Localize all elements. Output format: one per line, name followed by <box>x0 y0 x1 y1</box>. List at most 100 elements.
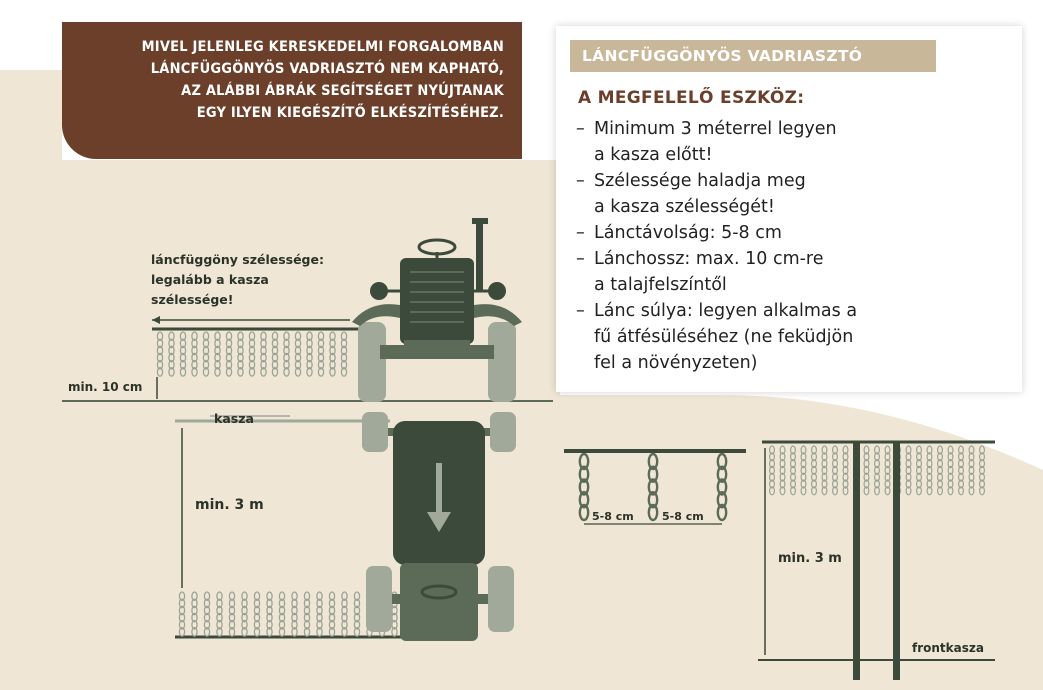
chain-link <box>291 598 298 609</box>
chain-link <box>241 619 248 630</box>
front-right-wheel <box>488 322 516 402</box>
chain-link <box>905 472 912 482</box>
chain-link <box>957 479 964 489</box>
chain-link <box>283 331 290 342</box>
chain-link <box>957 459 964 469</box>
chain-link <box>316 605 323 616</box>
chain-link <box>271 345 279 356</box>
chain-link <box>915 465 922 475</box>
chain-link <box>779 465 786 475</box>
chain-link <box>248 359 256 370</box>
chain-link <box>237 352 244 363</box>
chain-link <box>191 352 198 363</box>
chain-link <box>831 459 838 469</box>
chain-link <box>241 598 248 609</box>
chain-link <box>873 459 880 469</box>
chain-link <box>328 598 336 609</box>
chain-link <box>915 452 922 462</box>
chain-link <box>947 459 954 469</box>
chain-link <box>228 598 236 609</box>
chain-link <box>978 486 985 496</box>
top-rear-right-wheel <box>488 566 514 632</box>
chain-link <box>214 367 221 377</box>
chain-link <box>291 612 298 623</box>
chain-link <box>316 619 323 630</box>
chain-link <box>179 331 187 342</box>
chain-link <box>800 479 807 489</box>
chain-link <box>716 465 728 483</box>
chain-link <box>316 627 323 637</box>
chain-link <box>821 479 828 489</box>
chain-link <box>237 359 244 370</box>
chain-link <box>203 605 211 616</box>
chain-link <box>191 359 198 370</box>
chain-link <box>291 627 298 637</box>
chain-link <box>716 491 728 509</box>
chain-link <box>271 367 279 377</box>
chain-link <box>271 359 279 370</box>
chain-link <box>353 619 361 630</box>
chain-link <box>779 452 786 462</box>
chain-link <box>800 486 807 496</box>
chain-link <box>578 452 590 471</box>
chain-link <box>884 486 891 496</box>
chain-link <box>789 479 796 489</box>
exhaust-pipe <box>476 220 483 290</box>
chain-link <box>768 459 775 469</box>
chain-link <box>884 459 891 469</box>
chain-link <box>316 612 323 623</box>
chain-link <box>306 331 313 342</box>
chain-link <box>278 605 286 616</box>
chain-link <box>168 338 175 349</box>
banner-line: MIVEL JELENLEG KERESKEDELMI FORGALOMBAN <box>141 39 504 55</box>
chain-link <box>271 331 279 342</box>
chain-link <box>278 598 286 609</box>
chain-link <box>842 472 849 482</box>
chain-link <box>353 612 361 623</box>
background-shape <box>0 70 1043 690</box>
chain-link <box>253 619 261 630</box>
chain-link <box>968 445 975 455</box>
chain-link <box>810 479 817 489</box>
chain-link <box>884 472 891 482</box>
chain-link <box>328 619 336 630</box>
chain-link <box>214 352 221 363</box>
chain-link <box>253 591 261 602</box>
top-chains <box>178 591 398 637</box>
chain-link <box>260 331 267 342</box>
chain-link <box>947 445 954 455</box>
chain-link <box>316 591 323 602</box>
chain-link <box>340 345 348 356</box>
chain-link <box>179 352 187 363</box>
chain-link <box>915 445 922 455</box>
chain-link <box>810 445 817 455</box>
chain-link <box>831 452 838 462</box>
chain-link <box>842 486 849 496</box>
chain-link <box>341 598 348 609</box>
frontkasza-label: frontkasza <box>912 641 984 655</box>
chain-link <box>203 591 211 602</box>
boom-left <box>853 442 860 680</box>
chain-link <box>340 359 348 370</box>
chain-link <box>578 491 590 509</box>
chain-link <box>303 598 311 609</box>
chain-link <box>353 598 361 609</box>
chain-link <box>947 479 954 489</box>
banner-line: AZ ALÁBBI ÁBRÁK SEGÍTSÉGET NYÚJTANAK <box>181 83 504 99</box>
chain-link <box>216 591 223 602</box>
chain-link <box>810 486 817 496</box>
chain-link <box>179 367 187 377</box>
chain-link <box>278 619 286 630</box>
chain-link <box>905 452 912 462</box>
chain-link <box>202 345 210 356</box>
chain-link <box>873 479 880 489</box>
chain-link <box>789 452 796 462</box>
chain-link <box>800 465 807 475</box>
chain-link <box>328 591 336 602</box>
chain-link <box>278 591 286 602</box>
chain-link <box>283 345 290 356</box>
chain-link <box>191 627 198 637</box>
top-cabin <box>400 563 478 641</box>
